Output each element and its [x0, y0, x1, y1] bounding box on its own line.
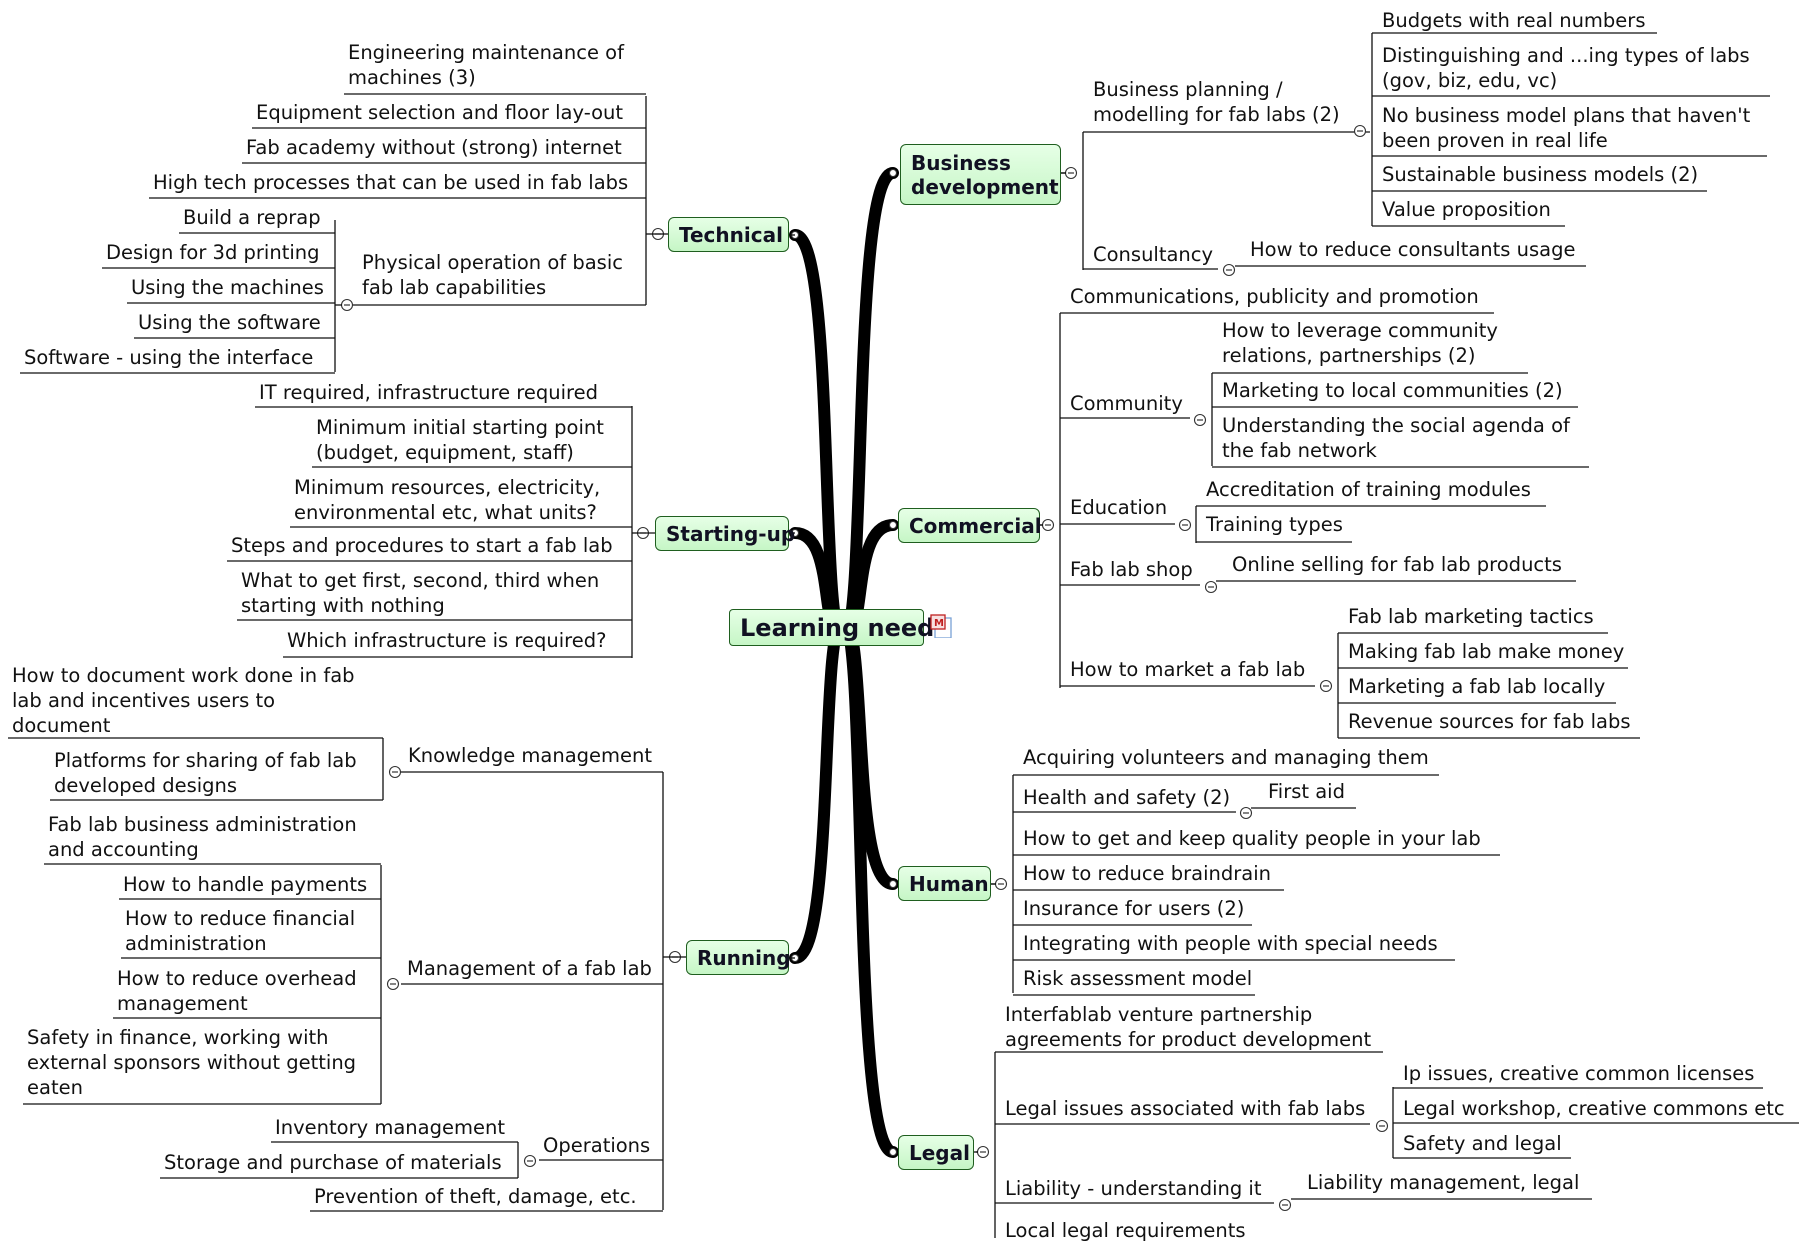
business-consultancy[interactable]: Consultancy: [1093, 243, 1214, 266]
legal-issues-item[interactable]: Safety and legal: [1403, 1132, 1562, 1155]
human-health-and-safety[interactable]: Health and safety (2): [1023, 786, 1231, 809]
operations-item[interactable]: Storage and purchase of materials: [164, 1151, 502, 1174]
management-item[interactable]: How to reduce financial administration: [125, 907, 356, 955]
running-operations[interactable]: Operations: [543, 1134, 651, 1157]
technical-physical-operation[interactable]: Physical operation of basic fab lab capa…: [362, 251, 623, 299]
operations-item[interactable]: Inventory management: [275, 1116, 505, 1139]
connector-dot-icon: [888, 1147, 898, 1157]
human-item[interactable]: How to reduce braindrain: [1023, 862, 1271, 885]
topic-commercial[interactable]: Commercial: [898, 508, 1042, 543]
technical-physical-sub-item[interactable]: Software - using the interface: [24, 346, 314, 369]
knowledge-item[interactable]: Platforms for sharing of fab lab develop…: [54, 749, 357, 797]
commercial-fab-lab-shop[interactable]: Fab lab shop: [1070, 558, 1193, 581]
legal-liability[interactable]: Liability - understanding it: [1005, 1177, 1262, 1200]
community-item[interactable]: How to leverage community relations, par…: [1222, 319, 1498, 367]
running-knowledge-management[interactable]: Knowledge management: [408, 744, 653, 767]
starting-up-item[interactable]: Minimum initial starting point (budget, …: [316, 416, 604, 464]
connector-dot-icon: [888, 520, 898, 530]
human-item[interactable]: How to get and keep quality people in yo…: [1023, 827, 1481, 850]
svg-text:M: M: [934, 618, 944, 629]
technical-item[interactable]: Fab academy without (strong) internet: [246, 136, 622, 159]
commercial-communications[interactable]: Communications, publicity and promotion: [1070, 285, 1479, 308]
commercial-education[interactable]: Education: [1070, 496, 1168, 519]
business-planning-modelling[interactable]: Business planning / modelling for fab la…: [1093, 78, 1340, 126]
topic-running[interactable]: Running: [686, 940, 791, 975]
starting-up-item[interactable]: IT required, infrastructure required: [259, 381, 598, 404]
how-to-market-item[interactable]: Revenue sources for fab labs: [1348, 710, 1631, 733]
commercial-how-to-market[interactable]: How to market a fab lab: [1070, 658, 1306, 681]
technical-physical-sub-item[interactable]: Using the software: [138, 311, 321, 334]
how-to-market-item[interactable]: Marketing a fab lab locally: [1348, 675, 1606, 698]
running-prevention[interactable]: Prevention of theft, damage, etc.: [314, 1185, 637, 1208]
business-planning-item[interactable]: Value proposition: [1382, 198, 1551, 221]
technical-physical-sub-item[interactable]: Design for 3d printing: [106, 241, 320, 264]
management-item[interactable]: How to handle payments: [123, 873, 368, 896]
legal-issues[interactable]: Legal issues associated with fab labs: [1005, 1097, 1366, 1120]
fab-lab-shop-item[interactable]: Online selling for fab lab products: [1232, 553, 1562, 576]
legal-local-requirements[interactable]: Local legal requirements: [1005, 1219, 1246, 1242]
management-item[interactable]: Safety in finance, working with external…: [27, 1026, 357, 1099]
topic-technical[interactable]: Technical: [668, 217, 789, 252]
starting-up-item[interactable]: Steps and procedures to start a fab lab: [231, 534, 613, 557]
stem-legal-tip: [841, 618, 894, 1154]
topic-starting[interactable]: Starting-up: [655, 516, 795, 551]
human-item[interactable]: Risk assessment model: [1023, 967, 1253, 990]
topic-legal[interactable]: Legal: [898, 1135, 974, 1170]
management-item[interactable]: Fab lab business administration and acco…: [48, 813, 357, 861]
community-item[interactable]: Marketing to local communities (2): [1222, 379, 1563, 402]
how-to-market-item[interactable]: Fab lab marketing tactics: [1348, 605, 1594, 628]
technical-physical-sub-item[interactable]: Using the machines: [131, 276, 324, 299]
education-item[interactable]: Accreditation of training modules: [1206, 478, 1531, 501]
how-to-market-item[interactable]: Making fab lab make money: [1348, 640, 1625, 663]
starting-up-item[interactable]: Which infrastructure is required?: [287, 629, 607, 652]
central-topic[interactable]: Learning needs: [729, 609, 949, 646]
stem-running: [789, 614, 849, 964]
topic-human[interactable]: Human: [898, 866, 991, 901]
starting-up-item[interactable]: Minimum resources, electricity, environm…: [294, 476, 601, 524]
consultancy-item[interactable]: How to reduce consultants usage: [1250, 238, 1576, 261]
human-item[interactable]: Insurance for users (2): [1023, 897, 1245, 920]
business-planning-item[interactable]: Distinguishing and ...ing types of labs …: [1382, 44, 1750, 92]
starting-up-item[interactable]: What to get first, second, third when st…: [241, 569, 600, 617]
technical-item[interactable]: Equipment selection and floor lay-out: [256, 101, 624, 124]
legal-interfablab[interactable]: Interfablab venture partnership agreemen…: [1005, 1003, 1372, 1051]
community-item[interactable]: Understanding the social agenda of the f…: [1222, 414, 1570, 462]
human-item[interactable]: Acquiring volunteers and managing them: [1023, 746, 1429, 769]
technical-item[interactable]: Engineering maintenance of machines (3): [348, 41, 624, 89]
knowledge-item[interactable]: How to document work done in fab lab and…: [12, 664, 355, 737]
health-safety-item[interactable]: First aid: [1268, 780, 1345, 803]
connector-dot-icon: [888, 879, 898, 889]
note-icon[interactable]: M: [930, 614, 952, 638]
technical-item[interactable]: High tech processes that can be used in …: [153, 171, 629, 194]
running-management-of-fab-lab[interactable]: Management of a fab lab: [407, 957, 652, 980]
education-item[interactable]: Training types: [1206, 513, 1343, 536]
topic-business[interactable]: Business development: [900, 144, 1061, 205]
business-planning-item[interactable]: Budgets with real numbers: [1382, 9, 1646, 32]
commercial-community[interactable]: Community: [1070, 392, 1183, 415]
legal-issues-item[interactable]: Legal workshop, creative commons etc: [1403, 1097, 1785, 1120]
human-item[interactable]: Integrating with people with special nee…: [1023, 932, 1438, 955]
management-item[interactable]: How to reduce overhead management: [117, 967, 357, 1015]
connector-dot-icon: [888, 168, 898, 178]
business-planning-item[interactable]: No business model plans that haven't bee…: [1382, 104, 1751, 152]
technical-physical-sub-item[interactable]: Build a reprap: [183, 206, 321, 229]
liability-item[interactable]: Liability management, legal: [1307, 1171, 1580, 1194]
business-planning-item[interactable]: Sustainable business models (2): [1382, 163, 1699, 186]
legal-issues-item[interactable]: Ip issues, creative common licenses: [1403, 1062, 1755, 1085]
